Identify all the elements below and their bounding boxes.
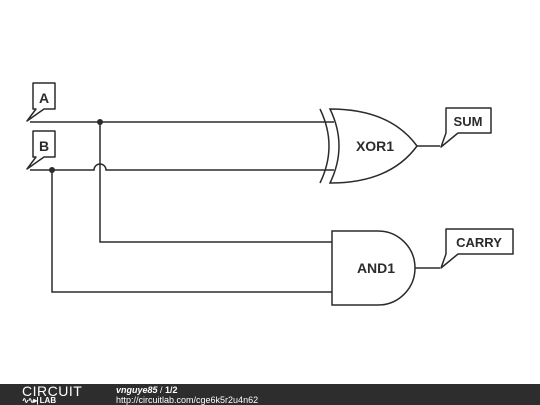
footer-url[interactable]: http://circuitlab.com/cge6k5r2u4n62: [116, 395, 259, 405]
and-gate-body: [331, 230, 416, 306]
circuitlab-logo: CIRCUIT ∿∿▸|LAB: [22, 384, 94, 405]
wire-b-to-and: [51, 170, 332, 293]
input-label-b[interactable]: B: [26, 130, 56, 170]
xor-gate-extra-curve: [319, 108, 330, 184]
output-label-sum-text: SUM: [454, 114, 483, 129]
footer-user-line: vnguye85 / 1/2: [116, 385, 258, 395]
input-label-b-text: B: [39, 138, 49, 154]
output-label-carry[interactable]: CARRY: [440, 228, 514, 269]
footer-page: 1/2: [165, 385, 178, 395]
logo-lab-text: LAB: [39, 396, 57, 405]
output-label-carry-tag: [440, 228, 514, 269]
junction-dot-b: [49, 167, 55, 173]
footer-bar: CIRCUIT ∿∿▸|LAB vnguye85 / 1/2 http://ci…: [0, 384, 540, 405]
junction-dot-a: [97, 119, 103, 125]
and-gate[interactable]: AND1: [331, 230, 416, 306]
wires: [30, 121, 440, 293]
input-label-a-tag: [26, 82, 56, 122]
input-label-b-tag: [26, 130, 56, 170]
logo-wave-icon: ∿∿▸|: [22, 396, 39, 405]
input-label-a-text: A: [39, 90, 49, 106]
xor-gate[interactable]: XOR1: [319, 108, 418, 184]
footer-user: vnguye85: [116, 385, 158, 395]
footer-separator: /: [157, 385, 166, 395]
output-label-carry-text: CARRY: [456, 235, 502, 250]
footer-meta: vnguye85 / 1/2 http://circuitlab.com/cge…: [116, 385, 258, 405]
logo-text-top: CIRCUIT: [22, 383, 83, 399]
input-label-a[interactable]: A: [26, 82, 56, 122]
logo-text-bottom: ∿∿▸|LAB: [22, 396, 56, 405]
wire-b-to-xor: [30, 163, 334, 171]
wire-a-to-and: [99, 122, 332, 243]
and-gate-label: AND1: [357, 260, 395, 276]
output-label-sum[interactable]: SUM: [440, 107, 492, 148]
output-label-sum-tag: [440, 107, 492, 148]
xor-gate-body: [328, 108, 418, 184]
xor-gate-label: XOR1: [356, 138, 394, 154]
